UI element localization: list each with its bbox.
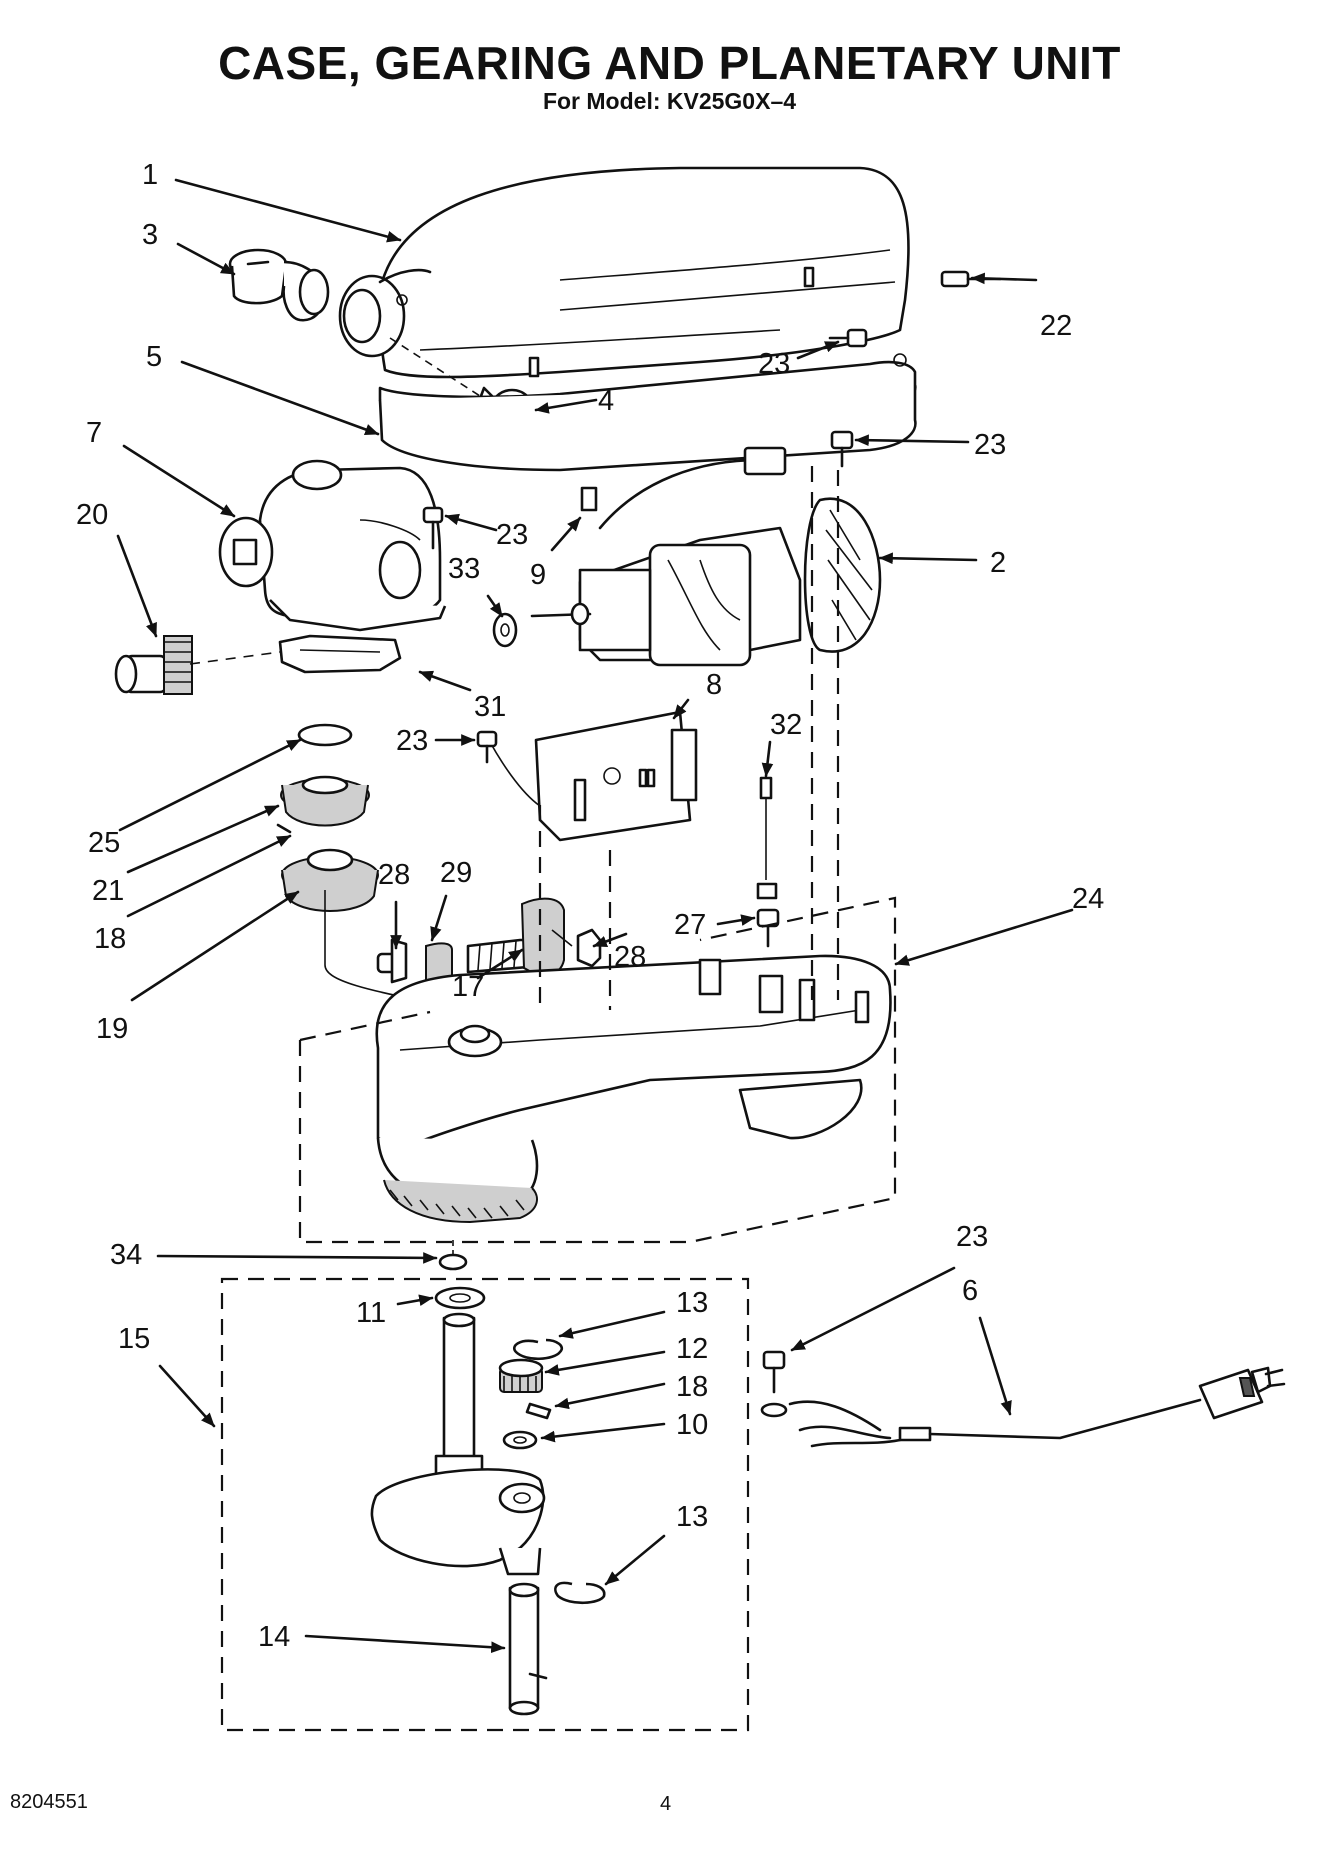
worm-gear-assembly-part	[376, 897, 602, 986]
callout-18-b: 18	[676, 1371, 708, 1403]
callout-10: 10	[676, 1409, 708, 1441]
gear-housing-part	[218, 459, 447, 632]
callout-23-c: 23	[496, 519, 528, 551]
callout-25: 25	[88, 827, 120, 859]
callout-27: 27	[674, 909, 706, 941]
callout-8: 8	[706, 669, 722, 701]
callout-12: 12	[676, 1333, 708, 1365]
gear-case-base-part	[375, 954, 892, 1224]
callout-3: 3	[142, 219, 158, 251]
callout-13-a: 13	[676, 1287, 708, 1319]
pin-18b-part	[525, 1402, 552, 1420]
washer-34-part	[438, 1240, 468, 1271]
callout-1: 1	[142, 159, 158, 191]
page-title: CASE, GEARING AND PLANETARY UNIT	[218, 37, 1121, 89]
gear-case-group-outline	[298, 896, 897, 1244]
callout-13-b: 13	[676, 1501, 708, 1533]
callout-23-b: 23	[974, 429, 1006, 461]
callout-5: 5	[146, 341, 162, 373]
callout-19: 19	[96, 1013, 128, 1045]
gear-stack-part	[276, 723, 471, 1011]
callout-20: 20	[76, 499, 108, 531]
screw-23c-part	[422, 506, 444, 550]
agitator-shaft-14-part	[508, 1582, 548, 1716]
callout-14: 14	[258, 1621, 290, 1653]
callout-28-a: 28	[378, 859, 410, 891]
callout-23-a: 23	[758, 348, 790, 380]
callout-32: 32	[770, 709, 802, 741]
washer-33-part	[492, 612, 518, 648]
drive-gear-20-part	[114, 635, 281, 695]
callout-21: 21	[92, 875, 124, 907]
callout-7: 7	[86, 417, 102, 449]
washer-11-part	[434, 1286, 486, 1310]
motor-housing-part	[338, 166, 910, 379]
document-number: 8204551	[10, 1791, 88, 1813]
callout-17: 17	[452, 971, 484, 1003]
motor-2-part	[530, 446, 882, 667]
screw-23e-part	[760, 1350, 788, 1418]
power-cord-part	[788, 1366, 1286, 1448]
washer-10-part	[502, 1430, 538, 1450]
gear-case-group-outline-top	[299, 1010, 431, 1042]
hinge-cap-part	[228, 248, 330, 322]
planetary-gear-12-part	[498, 1358, 544, 1393]
callout-18-a: 18	[94, 923, 126, 955]
screw-23b-part	[830, 430, 854, 468]
callout-23-d: 23	[396, 725, 428, 757]
callout-33: 33	[448, 553, 480, 585]
callout-28-b: 28	[614, 941, 646, 973]
screw-27-part	[756, 908, 780, 948]
callout-labels: 1 3 5 22 23 4 7 23 20 23 9 2 33 31 8 32 …	[76, 159, 1104, 1653]
callout-29: 29	[440, 857, 472, 889]
callout-2: 2	[990, 547, 1006, 579]
callout-23-e: 23	[956, 1221, 988, 1253]
callout-leaders	[116, 178, 1074, 1654]
retaining-ring-13b-part	[554, 1581, 606, 1605]
retaining-ring-13a-part	[513, 1338, 564, 1361]
callout-34: 34	[110, 1239, 142, 1271]
screw-23d-part	[476, 730, 498, 764]
control-board-part	[489, 710, 698, 842]
model-subtitle: For Model: KV25G0X–4	[542, 88, 797, 114]
callout-15: 15	[118, 1323, 150, 1355]
callout-9: 9	[530, 559, 546, 591]
callout-6: 6	[962, 1275, 978, 1307]
spring-32-part	[756, 776, 778, 900]
callout-24: 24	[1072, 883, 1104, 915]
callout-4: 4	[598, 385, 614, 417]
callout-11: 11	[356, 1297, 386, 1329]
planetary-plate-part	[370, 1468, 546, 1576]
planetary-unit-group-outline	[220, 1277, 750, 1732]
callout-31: 31	[474, 691, 506, 723]
gasket-31-part	[278, 634, 402, 674]
callout-22: 22	[1040, 310, 1072, 342]
screw-23a-part	[828, 328, 868, 348]
page-number: 4	[660, 1793, 672, 1815]
